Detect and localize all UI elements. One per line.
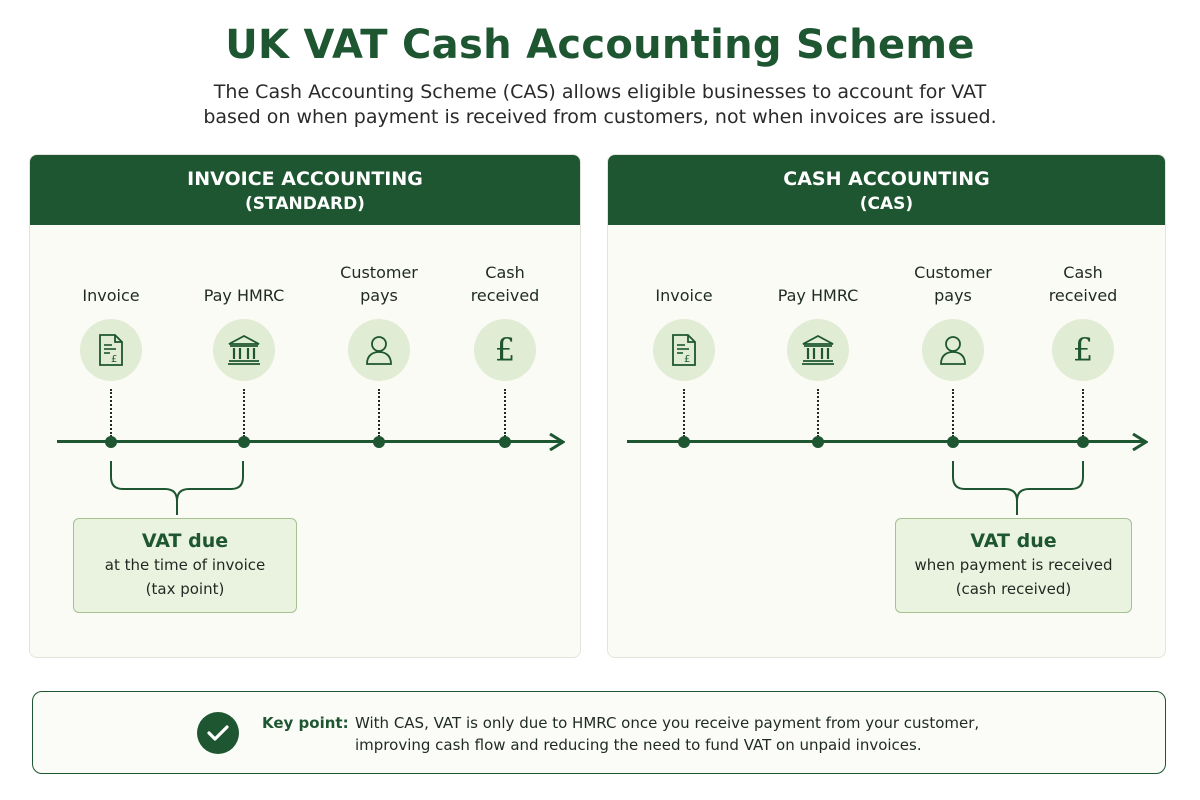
step-label-pay-hmrc: Pay HMRC <box>179 284 309 307</box>
subtitle-line-1: The Cash Accounting Scheme (CAS) allows … <box>213 81 987 103</box>
step-label-line: Customer <box>340 263 418 282</box>
invoice-accounting-panel: INVOICE ACCOUNTING (STANDARD) Invoice Pa… <box>29 154 581 658</box>
cash-accounting-header: CASH ACCOUNTING (CAS) <box>608 155 1165 225</box>
panel-header-title: CASH ACCOUNTING <box>783 168 990 190</box>
step-label-customer-pays: Customer pays <box>888 261 1018 307</box>
step-label-line: pays <box>934 286 972 305</box>
step-icon-customer-pays <box>922 319 984 381</box>
pound-sign-icon: £ <box>1072 331 1094 369</box>
vat-due-line: when payment is received <box>914 556 1113 574</box>
key-point-box: Key point: With CAS, VAT is only due to … <box>32 691 1166 774</box>
step-connector <box>504 389 506 437</box>
vat-due-line: at the time of invoice <box>104 556 266 574</box>
bank-building-icon <box>228 334 260 365</box>
step-label-customer-pays: Customer pays <box>314 261 444 307</box>
timeline-dot-pay-hmrc <box>238 436 250 448</box>
timeline-arrow-icon <box>1132 433 1148 451</box>
timeline-axis <box>57 440 562 443</box>
timeline-dot-cash-received <box>499 436 511 448</box>
invoice-document-icon: £ <box>672 334 696 366</box>
step-connector <box>952 389 954 437</box>
step-label-invoice: Invoice <box>46 284 176 307</box>
step-icon-cash-received: £ <box>1052 319 1114 381</box>
step-connector <box>110 389 112 437</box>
timeline-dot-cash-received <box>1077 436 1089 448</box>
step-icon-cash-received: £ <box>474 319 536 381</box>
key-point-line: With CAS, VAT is only due to HMRC once y… <box>355 714 980 732</box>
panel-header-subtitle: (STANDARD) <box>245 194 365 214</box>
vat-due-callout: VAT due when payment is received (cash r… <box>895 518 1132 613</box>
step-label-line: Pay HMRC <box>203 286 285 305</box>
cash-accounting-panel: CASH ACCOUNTING (CAS) Invoice Pay HMRC C… <box>607 154 1166 658</box>
vat-due-period-brace <box>110 461 244 515</box>
timeline-dot-invoice <box>678 436 690 448</box>
timeline-axis <box>627 440 1145 443</box>
step-label-line: Invoice <box>655 286 713 305</box>
step-label-line: received <box>1048 286 1118 305</box>
vat-due-line: (tax point) <box>145 580 225 598</box>
vat-due-period-brace <box>952 461 1084 515</box>
step-label-line: Invoice <box>82 286 140 305</box>
step-label-line: pays <box>360 286 398 305</box>
step-connector <box>817 389 819 437</box>
step-icon-invoice: £ <box>80 319 142 381</box>
subtitle-line-2: based on when payment is received from c… <box>203 106 997 128</box>
step-label-pay-hmrc: Pay HMRC <box>753 284 883 307</box>
svg-text:£: £ <box>684 354 690 365</box>
step-label-line: Customer <box>914 263 992 282</box>
vat-due-callout: VAT due at the time of invoice (tax poin… <box>73 518 297 613</box>
person-icon <box>940 336 966 365</box>
vat-due-line: (cash received) <box>955 580 1072 598</box>
step-label-line: Pay HMRC <box>777 286 859 305</box>
invoice-accounting-header: INVOICE ACCOUNTING (STANDARD) <box>30 155 580 225</box>
step-connector <box>1082 389 1084 437</box>
person-icon <box>366 336 392 365</box>
step-label-line: received <box>470 286 540 305</box>
panel-header-subtitle: (CAS) <box>859 194 914 214</box>
step-icon-pay-hmrc <box>787 319 849 381</box>
timeline-dot-customer-pays <box>373 436 385 448</box>
step-connector <box>378 389 380 437</box>
step-connector <box>243 389 245 437</box>
page-title: UK VAT Cash Accounting Scheme <box>225 22 975 68</box>
vat-due-title: VAT due <box>141 530 229 552</box>
check-icon <box>207 725 229 741</box>
step-label-line: Cash <box>1063 263 1103 282</box>
timeline-dot-invoice <box>105 436 117 448</box>
timeline-arrow-icon <box>549 433 565 451</box>
step-label-cash-received: Cash received <box>1018 261 1148 307</box>
key-point-line: improving cash flow and reducing the nee… <box>355 736 922 754</box>
step-icon-customer-pays <box>348 319 410 381</box>
step-label-cash-received: Cash received <box>440 261 570 307</box>
timeline-dot-customer-pays <box>947 436 959 448</box>
panel-header-title: INVOICE ACCOUNTING <box>187 168 423 190</box>
key-point-badge <box>197 712 239 754</box>
pound-sign-icon: £ <box>494 331 516 369</box>
vat-due-title: VAT due <box>970 530 1057 552</box>
page-subtitle: The Cash Accounting Scheme (CAS) allows … <box>150 80 1050 130</box>
invoice-document-icon: £ <box>99 334 123 366</box>
bank-building-icon <box>802 334 834 365</box>
timeline-dot-pay-hmrc <box>812 436 824 448</box>
step-connector <box>683 389 685 437</box>
step-icon-invoice: £ <box>653 319 715 381</box>
svg-text:£: £ <box>111 354 117 365</box>
step-icon-pay-hmrc <box>213 319 275 381</box>
step-label-invoice: Invoice <box>619 284 749 307</box>
key-point-label: Key point: <box>262 714 349 732</box>
step-label-line: Cash <box>485 263 525 282</box>
key-point-text: With CAS, VAT is only due to HMRC once y… <box>355 712 1075 756</box>
